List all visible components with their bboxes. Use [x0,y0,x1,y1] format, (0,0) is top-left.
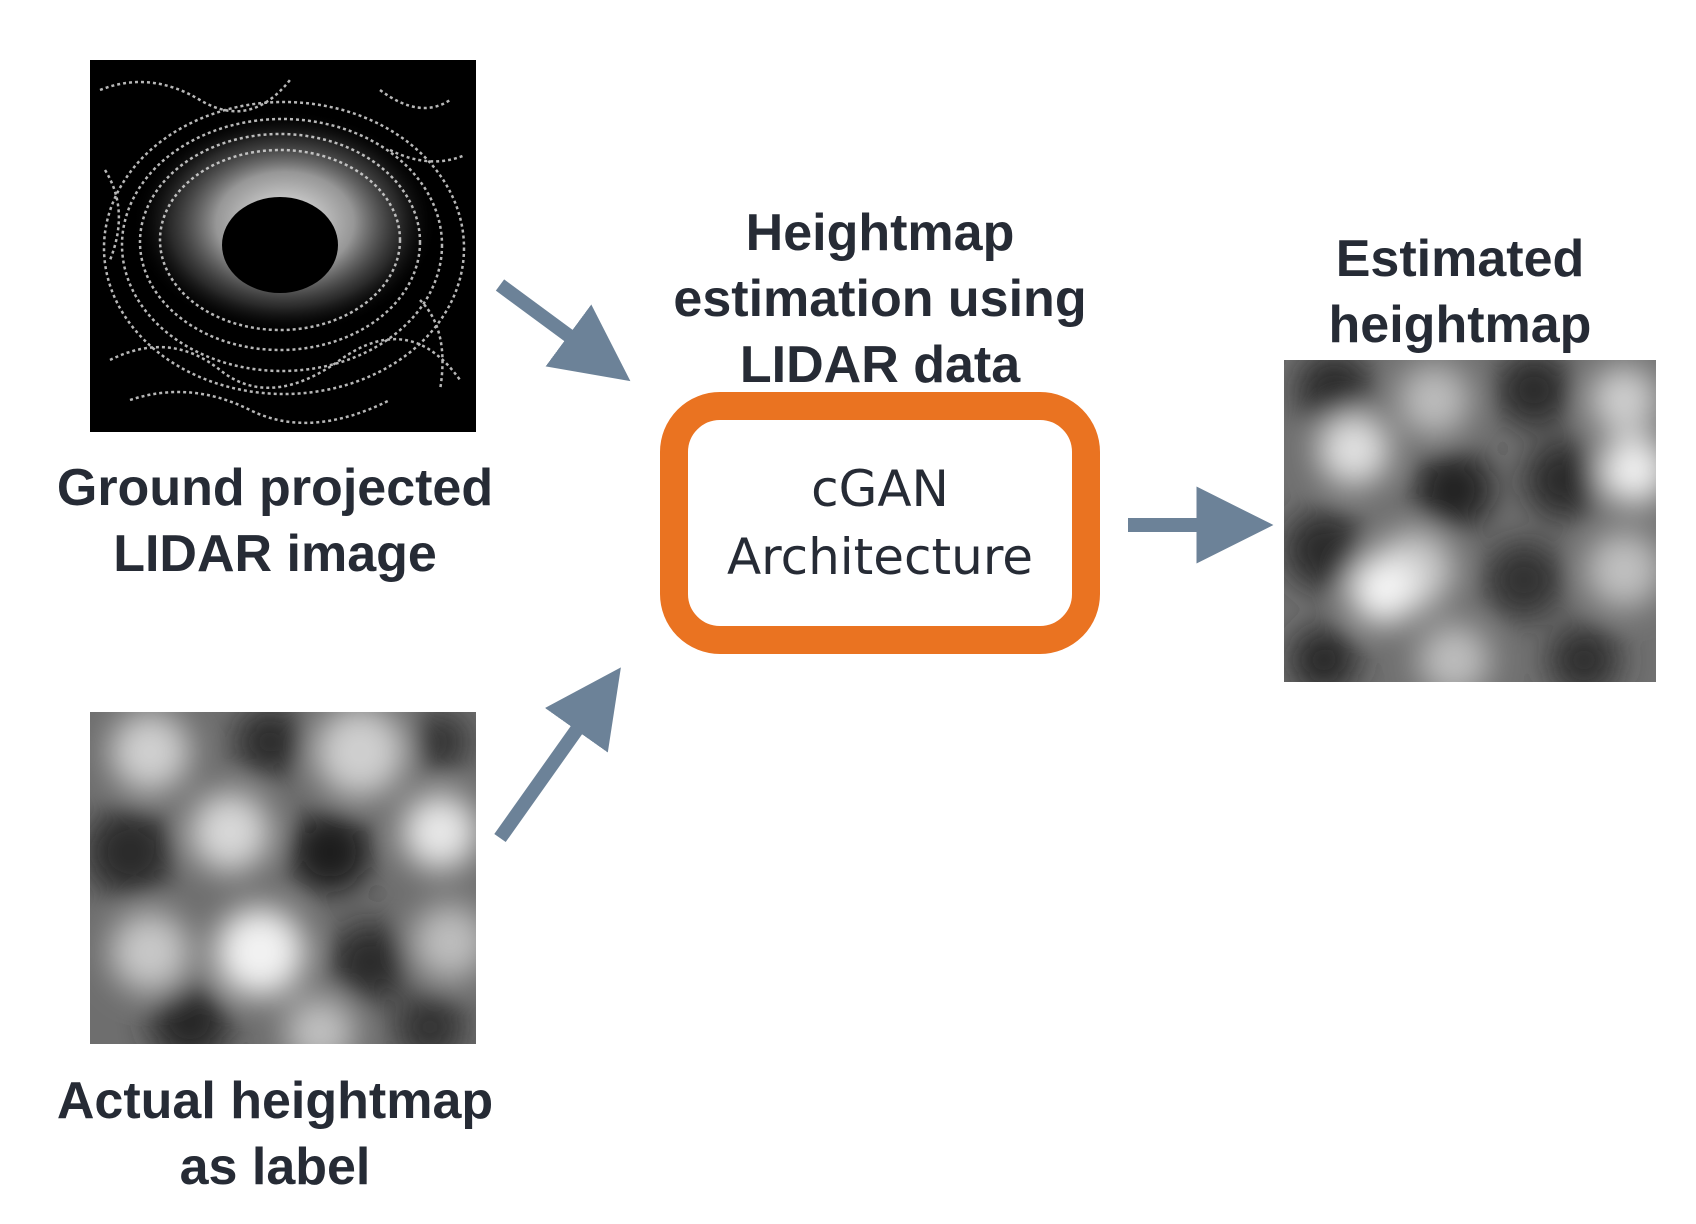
actual-heightmap-caption: Actual heightmap as label [20,1068,530,1200]
lidar-image [90,60,476,432]
cgan-architecture-box: cGAN Architecture [660,392,1100,654]
actual-heightmap-image [90,712,476,1044]
arrow-label-to-cgan [494,667,621,843]
output-caption-line2: heightmap [1328,296,1592,354]
arrow-lidar-to-cgan [495,279,631,382]
model-heading-line2: estimation using [673,270,1087,328]
output-caption-line1: Estimated [1335,230,1585,288]
lidar-image-caption: Ground projected LIDAR image [20,455,530,587]
cgan-box-line2: Architecture [726,528,1034,586]
actual-caption-line1: Actual heightmap [56,1072,494,1130]
model-heading: Heightmap estimation using LIDAR data [640,200,1120,398]
actual-caption-line2: as label [179,1138,371,1196]
lidar-caption-line2: LIDAR image [113,525,437,583]
model-heading-line1: Heightmap [745,204,1015,262]
estimated-heightmap-heading: Estimated heightmap [1270,226,1650,358]
cgan-box-line1: cGAN [811,460,949,518]
estimated-heightmap-image [1284,360,1656,682]
lidar-caption-line1: Ground projected [56,459,494,517]
model-heading-line3: LIDAR data [739,336,1021,394]
